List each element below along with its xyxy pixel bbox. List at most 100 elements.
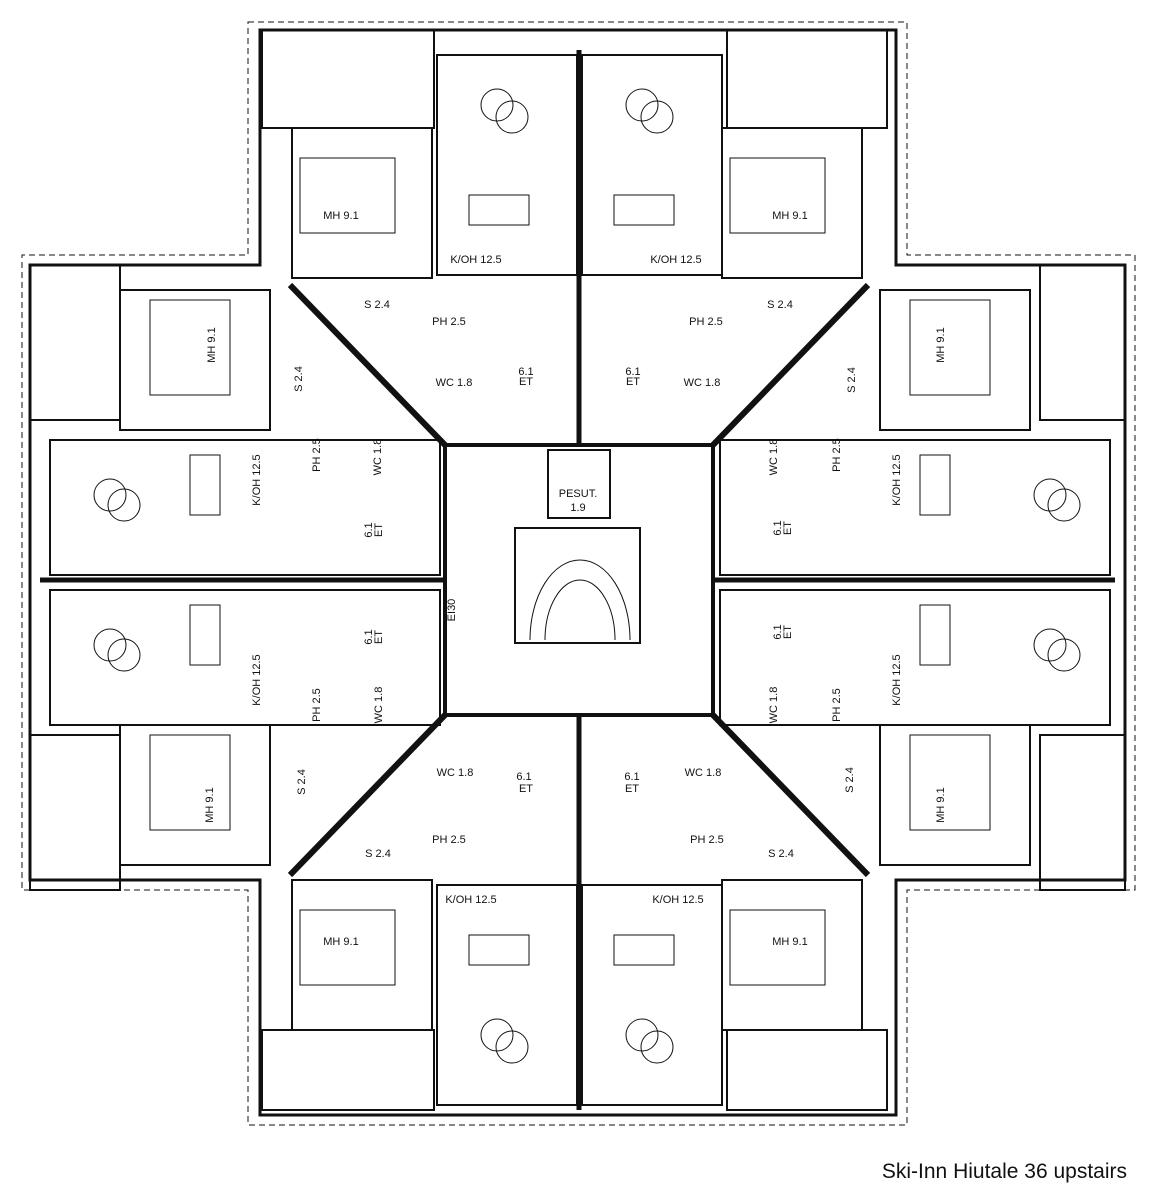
top-left-bedroom: [291, 127, 433, 279]
left-top-kitchen: [49, 439, 441, 576]
bottom-right-bed-icon: [729, 909, 826, 986]
bottom-left-rug-icon: [480, 1018, 514, 1052]
top-right-entry-area-label: 6.1: [625, 366, 640, 378]
right-bottom-bedroom: [879, 724, 1031, 866]
left-top-bathroom-label: PH 2.5: [311, 438, 323, 472]
right-bottom-rug-icon: [1033, 628, 1067, 662]
right-top-rug-icon: [1047, 488, 1081, 522]
bottom-left-entry-code-label: ET: [519, 783, 533, 795]
right-bottom-wc-label: WC 1.8: [768, 687, 780, 724]
left-top-sauna-label: S 2.4: [293, 366, 305, 392]
fire-door-label: EI30: [446, 599, 458, 622]
bottom-right-wc-label: WC 1.8: [685, 767, 722, 779]
drawing-caption: Ski-Inn Hiutale 36 upstairs: [881, 1160, 1127, 1183]
left-bottom-sauna-label: S 2.4: [296, 769, 308, 795]
right-top-entry-code-label: ET: [782, 521, 794, 535]
bottom-right-kitchen: [581, 884, 723, 1106]
left-bottom-kitchen-label: K/OH 12.5: [251, 654, 263, 705]
left-bottom-rug-icon: [93, 628, 127, 662]
left-top-entry-area-label: 6.1: [363, 522, 375, 537]
top-left-bathroom-label: PH 2.5: [432, 316, 466, 328]
left-bottom-bathroom-label: PH 2.5: [311, 688, 323, 722]
laundry-area-label: 1.9: [570, 502, 585, 514]
top-right-bedroom: [721, 127, 863, 279]
bottom-right-entry-code-label: ET: [625, 783, 639, 795]
left-bottom-bedroom-label: MH 9.1: [204, 787, 216, 822]
top-right-sauna-label: S 2.4: [767, 299, 793, 311]
site-outline: [21, 21, 1136, 1126]
bottom-right-kitchen-label: K/OH 12.5: [652, 894, 703, 906]
top-left-balcony: [261, 29, 435, 129]
bottom-left-table-icon: [468, 934, 530, 966]
right-top-kitchen: [719, 439, 1111, 576]
top-right-bathroom-label: PH 2.5: [689, 316, 723, 328]
left-bottom-bed-icon: [149, 734, 231, 831]
bottom-left-bedroom-label: MH 9.1: [323, 936, 358, 948]
top-left-wc-label: WC 1.8: [436, 377, 473, 389]
top-left-sauna-label: S 2.4: [364, 299, 390, 311]
left-top-rug-icon: [107, 488, 141, 522]
top-left-bed-icon: [299, 157, 396, 234]
left-top-entry-code-label: ET: [373, 523, 385, 537]
top-right-rug-icon: [640, 100, 674, 134]
left-bottom-bedroom: [119, 724, 271, 866]
bottom-left-kitchen-label: K/OH 12.5: [445, 894, 496, 906]
right-top-kitchen-label: K/OH 12.5: [891, 454, 903, 505]
top-left-kitchen: [436, 54, 578, 276]
left-top-bedroom-label: MH 9.1: [206, 327, 218, 362]
top-right-wc-label: WC 1.8: [684, 377, 721, 389]
right-bottom-balcony: [1039, 734, 1126, 891]
left-top-wc-label: WC 1.8: [372, 439, 384, 476]
left-top-rug-icon: [93, 478, 127, 512]
top-left-kitchen-label: K/OH 12.5: [450, 254, 501, 266]
left-bottom-kitchen: [49, 589, 441, 726]
top-right-entry-code-label: ET: [626, 376, 640, 388]
top-right-bedroom-label: MH 9.1: [772, 210, 807, 222]
right-bottom-entry-code-label: ET: [782, 625, 794, 639]
bottom-left-balcony: [261, 1029, 435, 1111]
top-left-entry-code-label: ET: [519, 376, 533, 388]
bottom-left-bed-icon: [299, 909, 396, 986]
bottom-right-bedroom: [721, 879, 863, 1031]
left-top-table-icon: [189, 454, 221, 516]
laundry-label: PESUT.: [559, 488, 598, 500]
bottom-left-kitchen: [436, 884, 578, 1106]
left-bottom-entry-code-label: ET: [373, 630, 385, 644]
bottom-right-balcony: [726, 1029, 888, 1111]
top-right-table-icon: [613, 194, 675, 226]
bottom-right-bedroom-label: MH 9.1: [772, 936, 807, 948]
top-right-balcony: [726, 29, 888, 129]
left-bottom-wc-label: WC 1.8: [373, 687, 385, 724]
top-left-rug-icon: [495, 100, 529, 134]
right-bottom-kitchen: [719, 589, 1111, 726]
right-bottom-table-icon: [919, 604, 951, 666]
right-bottom-bed-icon: [909, 734, 991, 831]
right-top-table-icon: [919, 454, 951, 516]
bottom-left-sauna-label: S 2.4: [365, 848, 391, 860]
top-right-kitchen-label: K/OH 12.5: [650, 254, 701, 266]
left-bottom-table-icon: [189, 604, 221, 666]
top-left-table-icon: [468, 194, 530, 226]
top-right-rug-icon: [625, 88, 659, 122]
left-bottom-rug-icon: [107, 638, 141, 672]
bottom-right-sauna-label: S 2.4: [768, 848, 794, 860]
top-right-bed-icon: [729, 157, 826, 234]
right-bottom-bathroom-label: PH 2.5: [831, 688, 843, 722]
bottom-right-table-icon: [613, 934, 675, 966]
right-bottom-entry-area-label: 6.1: [772, 624, 784, 639]
right-bottom-rug-icon: [1047, 638, 1081, 672]
left-bottom-balcony: [29, 734, 121, 891]
left-bottom-entry-area-label: 6.1: [363, 629, 375, 644]
bottom-left-entry-area-label: 6.1: [516, 771, 531, 783]
right-top-bedroom: [879, 289, 1031, 431]
bottom-left-bedroom: [291, 879, 433, 1031]
bottom-right-bathroom-label: PH 2.5: [690, 834, 724, 846]
top-left-entry-area-label: 6.1: [518, 366, 533, 378]
right-bottom-sauna-label: S 2.4: [844, 767, 856, 793]
right-top-entry-area-label: 6.1: [772, 520, 784, 535]
bottom-right-rug-icon: [625, 1018, 659, 1052]
bottom-left-wc-label: WC 1.8: [437, 767, 474, 779]
right-top-rug-icon: [1033, 478, 1067, 512]
